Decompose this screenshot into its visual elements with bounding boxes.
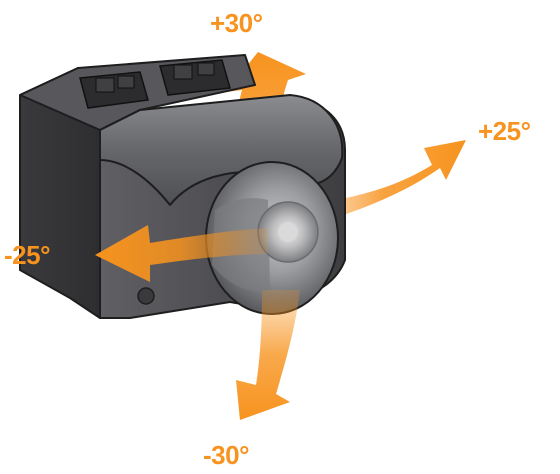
tilt-down-label: -30° — [203, 440, 249, 470]
pan-right-label: +25° — [478, 116, 531, 146]
led-indicator-icon — [137, 287, 155, 305]
pan-left-label: -25° — [4, 240, 50, 270]
terminal-blocks — [79, 59, 231, 109]
tilt-up-label: +30° — [210, 8, 263, 38]
pan-left-arrow — [95, 225, 268, 282]
tilt-down-arrow — [236, 290, 300, 420]
